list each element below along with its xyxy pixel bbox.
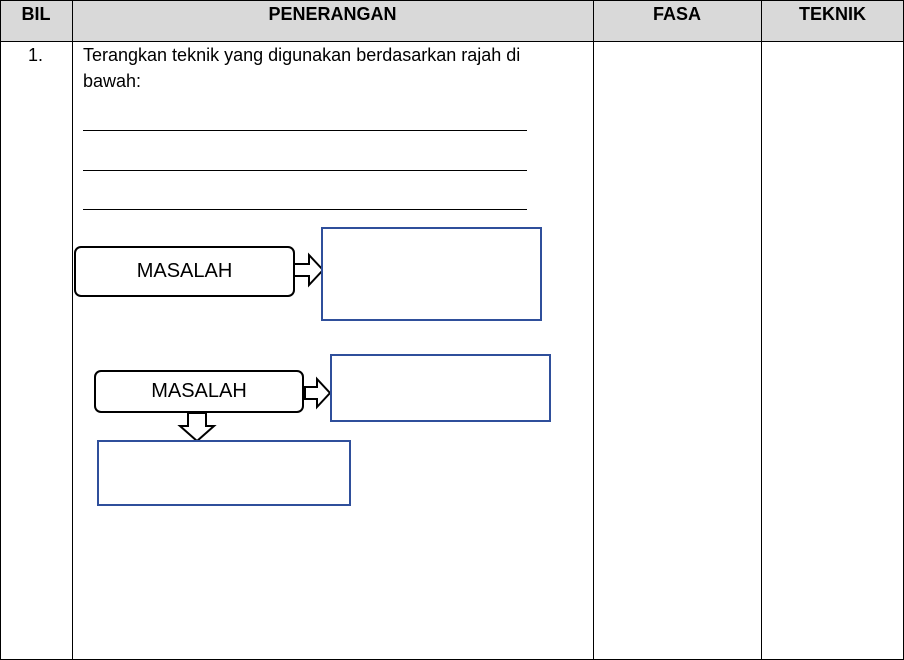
right-arrow-icon <box>304 376 332 410</box>
answer-line[interactable] <box>83 130 527 131</box>
masalah-label: MASALAH <box>136 260 233 282</box>
row-number: 1. <box>28 45 44 65</box>
answer-box[interactable] <box>330 354 551 422</box>
masalah-box: MASALAH <box>74 246 295 297</box>
masalah-box: MASALAH <box>94 370 304 413</box>
answer-line[interactable] <box>83 209 527 210</box>
masalah-label: MASALAH <box>151 380 247 402</box>
right-arrow-icon <box>293 252 325 288</box>
answer-box[interactable] <box>321 227 542 321</box>
answer-line[interactable] <box>83 170 527 171</box>
column-divider <box>761 0 762 660</box>
question-text: Terangkan teknik yang digunakan berdasar… <box>83 45 521 91</box>
answer-box[interactable] <box>97 440 351 506</box>
down-arrow-icon <box>177 412 217 443</box>
header-bil: BIL <box>21 4 51 24</box>
header-penerangan: PENERANGAN <box>268 4 397 24</box>
column-divider <box>593 0 594 660</box>
header-teknik: TEKNIK <box>799 4 866 24</box>
column-divider <box>72 0 73 660</box>
table-header-row <box>0 0 904 41</box>
header-divider <box>0 41 904 42</box>
table-border-top <box>0 0 904 1</box>
header-fasa: FASA <box>652 4 701 24</box>
table-border-left <box>0 0 1 660</box>
